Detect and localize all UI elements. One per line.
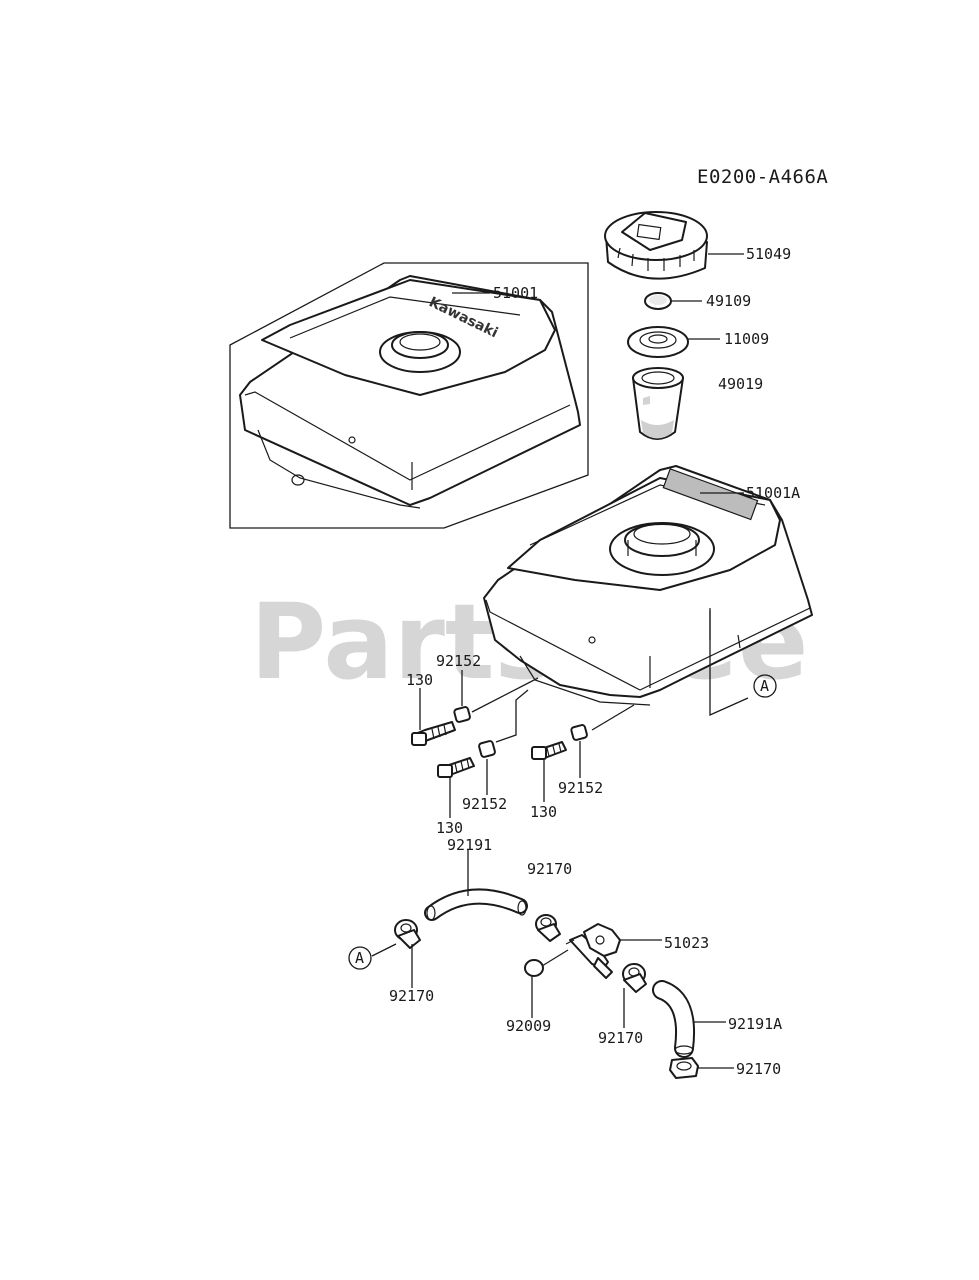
part-label-130-top: 130 xyxy=(406,671,433,689)
inset-tank-assembly: Kawasaki xyxy=(229,262,589,529)
bolt-130-middle xyxy=(437,757,475,778)
fuel-strainer-49019 xyxy=(632,367,684,440)
part-label-92152-middle: 92152 xyxy=(462,795,507,813)
collar-92152-right xyxy=(570,724,588,741)
fuel-hose-92191 xyxy=(424,888,528,921)
part-label-92170-left: 92170 xyxy=(389,987,434,1005)
hose-clamp-92170-bottom xyxy=(669,1057,699,1079)
part-label-51001a: 51001A xyxy=(746,484,800,502)
bolt-130-right xyxy=(531,741,567,760)
callout-a-upper: A xyxy=(753,674,777,698)
part-label-51001: 51001 xyxy=(493,284,538,302)
hose-clamp-92170-left xyxy=(394,919,421,949)
hose-clamp-92170-middle xyxy=(535,914,561,942)
callout-a-upper-label: A xyxy=(760,677,769,695)
part-label-130-right: 130 xyxy=(530,803,557,821)
callout-a-lower-label: A xyxy=(355,949,364,967)
part-label-92191a: 92191A xyxy=(728,1015,782,1033)
collar-92152-middle xyxy=(478,740,496,758)
bolt-130-top xyxy=(411,721,456,746)
fuel-tank-51001-drawing: Kawasaki xyxy=(239,275,581,509)
part-label-92152-top: 92152 xyxy=(436,652,481,670)
strainer-holder-11009 xyxy=(627,326,689,358)
part-label-51049: 51049 xyxy=(746,245,791,263)
part-label-92170-bottom: 92170 xyxy=(736,1060,781,1078)
part-label-11009: 11009 xyxy=(724,330,769,348)
gasket-49109 xyxy=(644,292,672,310)
collar-92152-top xyxy=(453,706,471,723)
fuel-hose-92191a xyxy=(652,980,695,1058)
part-label-92170-top: 92170 xyxy=(527,860,572,878)
part-label-92191: 92191 xyxy=(447,836,492,854)
part-label-49109: 49109 xyxy=(706,292,751,310)
part-label-51023: 51023 xyxy=(664,934,709,952)
hose-clamp-92170-right xyxy=(622,963,647,993)
diagram-code: E0200-A466A xyxy=(697,166,828,188)
callout-a-lower: A xyxy=(348,946,372,970)
part-label-92170-right: 92170 xyxy=(598,1029,643,1047)
part-label-92152-right: 92152 xyxy=(558,779,603,797)
fuel-cock-51023 xyxy=(565,923,621,979)
part-label-49019: 49019 xyxy=(718,375,763,393)
bolt-92009 xyxy=(524,949,569,977)
fuel-tank-51001a xyxy=(483,465,813,706)
part-label-92009: 92009 xyxy=(506,1017,551,1035)
fuel-cap-51049 xyxy=(604,211,708,280)
part-label-130-middle: 130 xyxy=(436,819,463,837)
